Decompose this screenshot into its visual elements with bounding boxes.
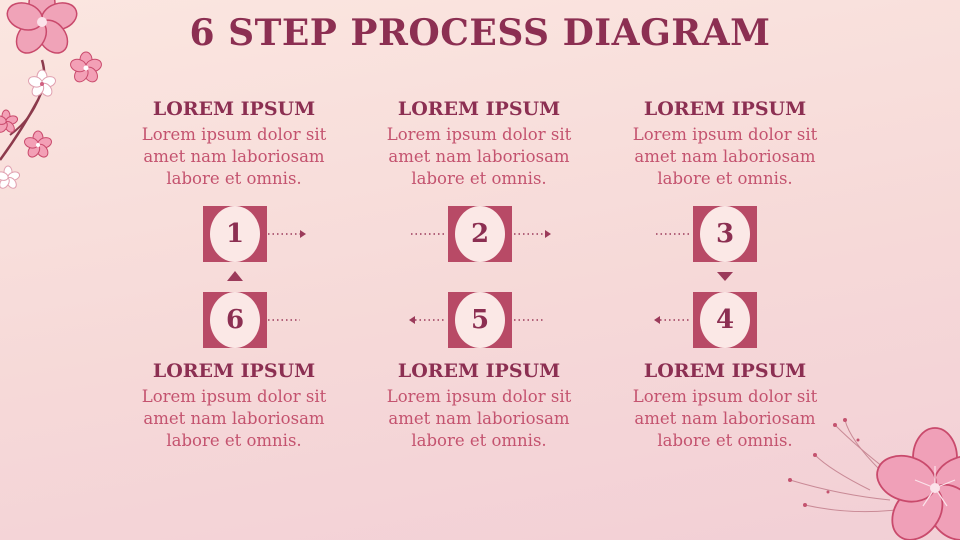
step-6-body: Lorem ipsum dolor sit amet nam laboriosa… bbox=[141, 387, 327, 450]
step-3-heading: LOREM IPSUM bbox=[643, 98, 807, 120]
step-3-text: LOREM IPSUM Lorem ipsum dolor sit amet n… bbox=[615, 97, 835, 190]
step-5-heading: LOREM IPSUM bbox=[397, 360, 561, 382]
arrow-up-6-1 bbox=[227, 271, 243, 281]
step-5-badge: 5 bbox=[448, 292, 512, 348]
step-6-heading: LOREM IPSUM bbox=[152, 360, 316, 382]
step-6-number: 6 bbox=[225, 305, 245, 335]
arrow-down-3-4 bbox=[717, 272, 733, 281]
arrow-right-2 bbox=[545, 230, 551, 238]
step-1-number: 1 bbox=[225, 219, 245, 249]
step-2-body: Lorem ipsum dolor sit amet nam laboriosa… bbox=[386, 125, 572, 188]
step-4-number: 4 bbox=[715, 305, 735, 335]
step-6-badge: 6 bbox=[203, 292, 267, 348]
step-2-heading: LOREM IPSUM bbox=[397, 98, 561, 120]
step-1-text: LOREM IPSUM Lorem ipsum dolor sit amet n… bbox=[124, 97, 344, 190]
step-1-badge: 1 bbox=[203, 206, 267, 262]
step-2-badge: 2 bbox=[448, 206, 512, 262]
step-2-number: 2 bbox=[470, 219, 490, 249]
step-2-text: LOREM IPSUM Lorem ipsum dolor sit amet n… bbox=[369, 97, 589, 190]
step-5-number: 5 bbox=[470, 305, 490, 335]
arrow-left-5 bbox=[409, 316, 415, 324]
arrow-left-4 bbox=[654, 316, 660, 324]
page-title: 6 STEP PROCESS DIAGRAM bbox=[189, 12, 771, 54]
step-6-text: LOREM IPSUM Lorem ipsum dolor sit amet n… bbox=[124, 359, 344, 452]
step-3-body: Lorem ipsum dolor sit amet nam laboriosa… bbox=[632, 125, 818, 188]
step-5-text: LOREM IPSUM Lorem ipsum dolor sit amet n… bbox=[369, 359, 589, 452]
step-4-text: LOREM IPSUM Lorem ipsum dolor sit amet n… bbox=[615, 359, 835, 452]
step-4-body: Lorem ipsum dolor sit amet nam laboriosa… bbox=[632, 387, 818, 450]
arrow-right-1 bbox=[300, 230, 306, 238]
step-4-badge: 4 bbox=[693, 292, 757, 348]
step-5-body: Lorem ipsum dolor sit amet nam laboriosa… bbox=[386, 387, 572, 450]
step-1-heading: LOREM IPSUM bbox=[152, 98, 316, 120]
step-4-heading: LOREM IPSUM bbox=[643, 360, 807, 382]
step-3-badge: 3 bbox=[693, 206, 757, 262]
cherry-blossom-top-left-icon bbox=[0, 0, 102, 189]
step-3-number: 3 bbox=[715, 219, 735, 249]
step-1-body: Lorem ipsum dolor sit amet nam laboriosa… bbox=[141, 125, 327, 188]
